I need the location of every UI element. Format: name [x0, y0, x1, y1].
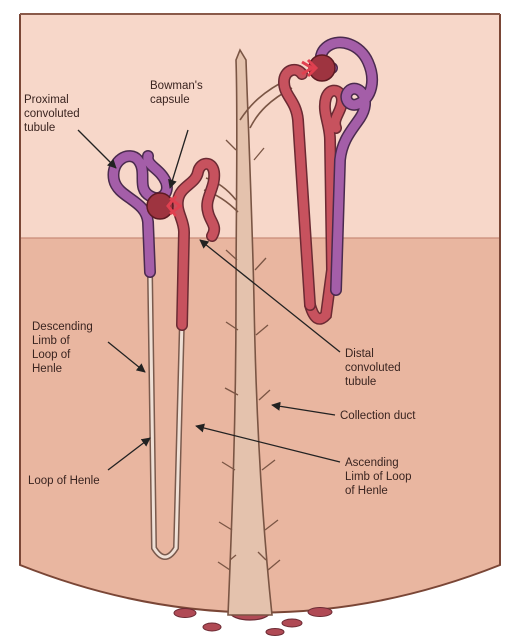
cortex-region: [0, 0, 510, 242]
label-collection-duct: Collection duct: [340, 410, 416, 422]
label-loop-of-henle: Loop of Henle: [28, 475, 100, 487]
